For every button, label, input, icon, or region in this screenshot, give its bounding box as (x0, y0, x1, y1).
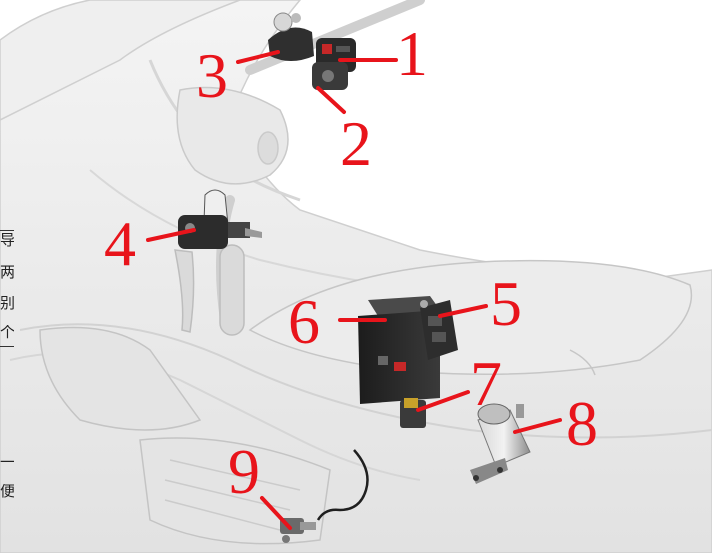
dash-panel (177, 88, 288, 184)
edge-rule-top (0, 230, 14, 231)
edge-text-4: 个 (0, 325, 14, 340)
edge-text-6: 便 (0, 484, 14, 499)
edge-text-3: 别 (0, 296, 14, 311)
part-7-relay (400, 398, 426, 428)
edge-text-5: 一 (0, 455, 14, 470)
leader-2 (318, 88, 344, 112)
edge-text-1: 导 (0, 233, 14, 248)
part-2-switch (312, 62, 348, 90)
edge-rule-bottom (0, 346, 14, 347)
edge-text-2: 两 (0, 265, 14, 280)
